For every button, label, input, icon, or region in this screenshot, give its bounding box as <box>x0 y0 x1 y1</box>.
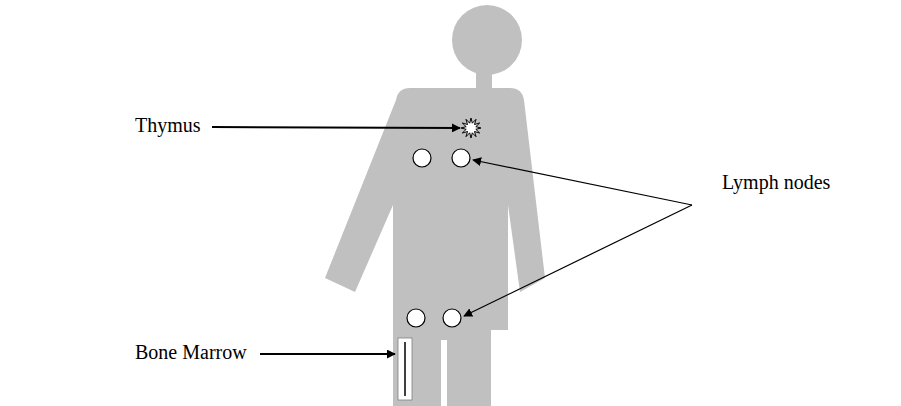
part-label: Lymph nodes <box>722 170 830 194</box>
lymph-node-symbol <box>407 309 425 327</box>
thymus-symbol <box>461 118 481 138</box>
leader-arrow <box>473 160 692 205</box>
lymph-node-symbol <box>452 149 470 167</box>
leader-arrow <box>212 127 460 128</box>
leader-arrow <box>464 205 692 316</box>
bone-line <box>404 342 406 396</box>
body-silhouette <box>325 88 545 406</box>
lymph-node-symbol <box>413 149 431 167</box>
lymph-node-symbol <box>443 309 461 327</box>
bone-marrow-symbol <box>398 338 412 400</box>
part-label: Bone Marrow <box>135 340 247 364</box>
leader-arrow <box>260 353 395 355</box>
part-label: Thymus <box>135 113 201 137</box>
head-shape <box>452 5 522 75</box>
